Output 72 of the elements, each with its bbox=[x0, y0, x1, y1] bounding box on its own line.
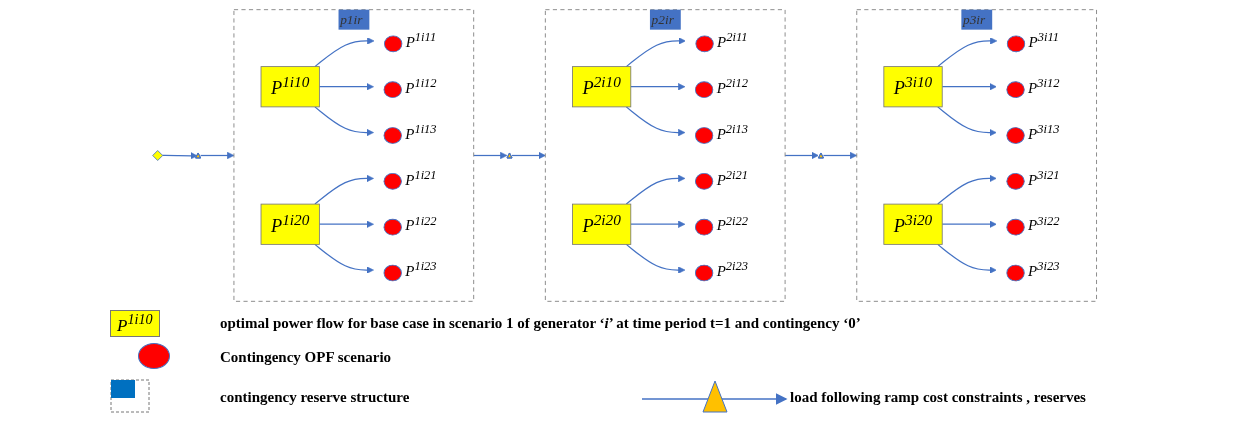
arrow bbox=[511, 151, 546, 159]
node-circle bbox=[1006, 264, 1025, 281]
legend-text: load following ramp cost constraints , reserves bbox=[790, 389, 1087, 407]
node-circle bbox=[694, 264, 714, 281]
arrow bbox=[941, 82, 997, 90]
node-circle bbox=[694, 80, 714, 98]
node-label: P$^{3i13}$ bbox=[1027, 121, 1060, 142]
legend-text: optimal power flow for base case in scenario 1 of generator ‘i’ at time period t=1 and contingency ‘0’ bbox=[220, 314, 862, 332]
node-label: P$^{3i21}$ bbox=[1027, 167, 1060, 188]
node-circle bbox=[694, 218, 714, 235]
node-circle bbox=[1006, 218, 1025, 235]
node-circle bbox=[383, 172, 402, 190]
node-label: P$^{2i21}$ bbox=[716, 167, 748, 188]
node-circle bbox=[694, 172, 714, 190]
arrow bbox=[314, 174, 374, 205]
node-circle bbox=[1006, 172, 1025, 190]
node-circle bbox=[1006, 80, 1025, 98]
legend-text: Contingency OPF scenario bbox=[220, 349, 393, 367]
node-box: P$^{2i20}$ bbox=[571, 203, 632, 245]
arrow bbox=[199, 151, 235, 159]
node-circle bbox=[383, 218, 402, 235]
arrow bbox=[941, 220, 997, 228]
node-box: P$^{3i20}$ bbox=[883, 203, 943, 245]
arrow bbox=[630, 82, 686, 90]
arrow bbox=[625, 105, 686, 136]
node-circle bbox=[383, 264, 402, 281]
node-diamond bbox=[152, 149, 163, 161]
node-circle bbox=[694, 126, 714, 144]
arrow bbox=[937, 105, 997, 136]
arrow bbox=[625, 243, 686, 274]
node-box: P$^{1i20}$ bbox=[260, 203, 320, 245]
arrow bbox=[314, 36, 375, 67]
arrow bbox=[625, 174, 686, 205]
arrow bbox=[318, 82, 374, 90]
node-circle bbox=[695, 34, 714, 52]
arrow bbox=[318, 220, 374, 228]
arrow bbox=[937, 174, 997, 205]
node-label: P$^{2i23}$ bbox=[716, 259, 748, 280]
arrow bbox=[472, 151, 508, 159]
node-label: P$^{1i13}$ bbox=[405, 121, 437, 142]
arrow bbox=[314, 105, 374, 136]
arrow bbox=[784, 151, 819, 159]
node-circle bbox=[383, 34, 403, 52]
node-label: P$^{2i13}$ bbox=[716, 121, 748, 142]
node-circle bbox=[383, 126, 402, 144]
node-circle bbox=[1006, 34, 1026, 52]
node-label: P$^{2i11}$ bbox=[716, 30, 748, 50]
arrow bbox=[937, 36, 998, 67]
arrow bbox=[822, 151, 857, 159]
node-label: P$^{2i22}$ bbox=[716, 213, 748, 234]
node-circle bbox=[1006, 126, 1025, 144]
generator-box-sample: P$^{1i10}$ bbox=[110, 310, 160, 337]
node-box: P$^{2i10}$ bbox=[571, 65, 632, 107]
arrow bbox=[630, 220, 686, 228]
node-box: P$^{3i10}$ bbox=[883, 65, 943, 107]
node-label: P$^{1i22}$ bbox=[405, 213, 437, 234]
arrow bbox=[937, 243, 997, 274]
node-label: P$^{3i22}$ bbox=[1027, 213, 1060, 234]
arrow bbox=[314, 243, 374, 274]
arrow bbox=[625, 36, 686, 67]
arrow bbox=[161, 151, 198, 159]
node-label: P$^{1i23}$ bbox=[405, 259, 437, 280]
node-label: P$^{1i12}$ bbox=[405, 75, 437, 96]
node-label: P$^{3i23}$ bbox=[1027, 259, 1060, 280]
node-circle bbox=[383, 80, 402, 98]
node-label: P$^{2i12}$ bbox=[716, 75, 748, 96]
node-label: P$^{3i12}$ bbox=[1027, 75, 1060, 96]
node-box: P$^{1i10}$ bbox=[260, 65, 320, 107]
node-label: P$^{3i11}$ bbox=[1028, 30, 1059, 50]
node-label: P$^{1i21}$ bbox=[405, 167, 437, 188]
legend-text: contingency reserve structure bbox=[220, 389, 411, 407]
node-label: P$^{1i11}$ bbox=[405, 30, 437, 50]
